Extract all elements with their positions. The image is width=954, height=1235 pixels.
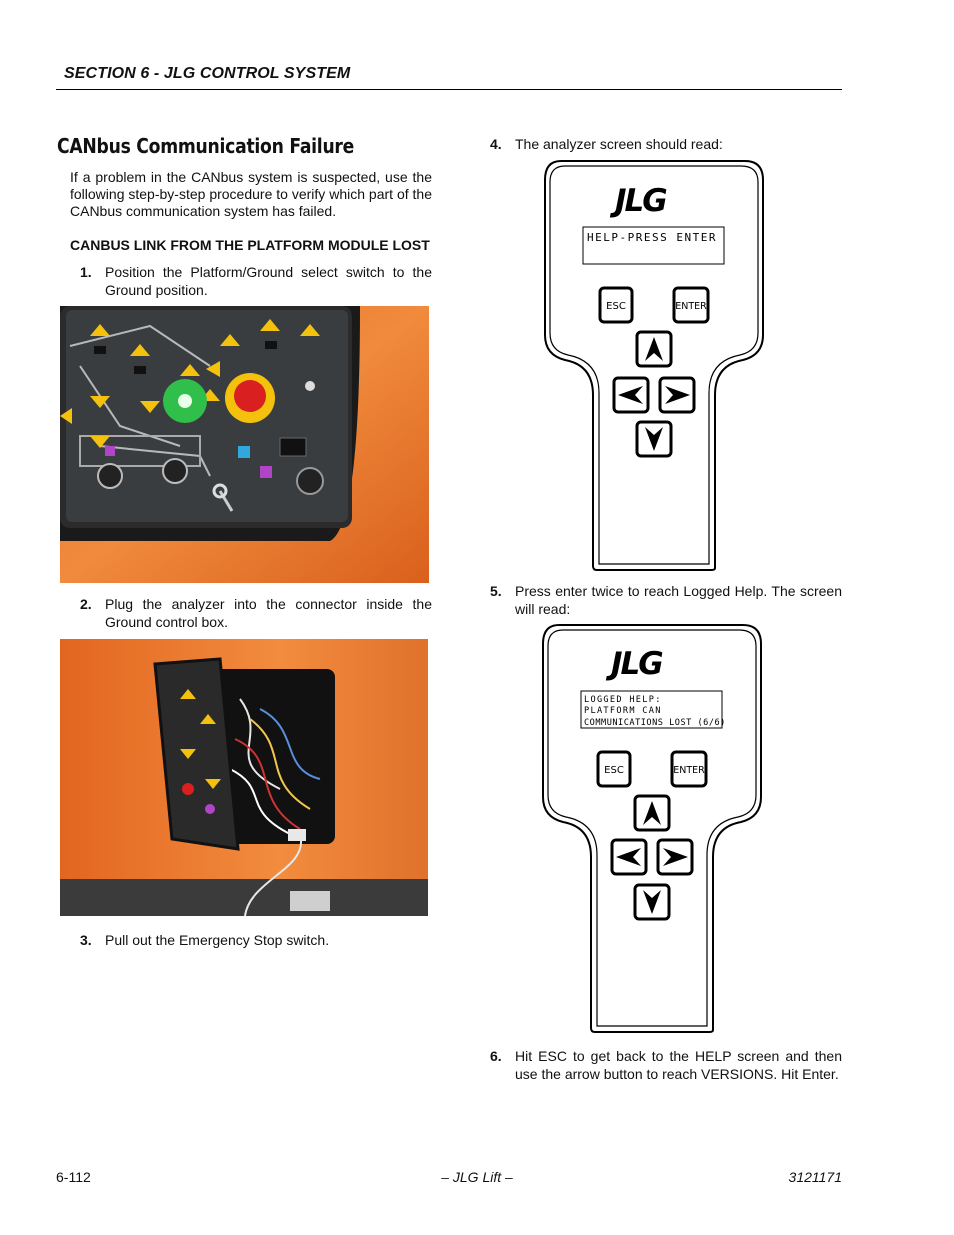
step-text: Position the Platform/Ground select swit… bbox=[105, 264, 432, 298]
step-text: Hit ESC to get back to the HELP screen a… bbox=[515, 1048, 842, 1082]
step-number: 6. bbox=[490, 1048, 502, 1064]
analyzer-help-screen: JLG HELP-PRESS ENTER ESC ENTER bbox=[543, 160, 765, 572]
step-text: Plug the analyzer into the connector ins… bbox=[105, 596, 432, 630]
down-arrow-button bbox=[633, 883, 671, 921]
right-arrow-button bbox=[658, 376, 696, 414]
step-text: Press enter twice to reach Logged Help. … bbox=[515, 583, 842, 617]
down-arrow-button bbox=[635, 420, 673, 458]
screen-line: COMMUNICATIONS LOST (6/6) bbox=[584, 718, 726, 728]
right-arrow-button bbox=[656, 838, 694, 876]
intro-paragraph: If a problem in the CANbus system is sus… bbox=[70, 169, 432, 219]
screen-line: HELP-PRESS ENTER bbox=[587, 231, 717, 244]
step-number: 4. bbox=[490, 136, 502, 152]
enter-button-label: ENTER bbox=[675, 301, 707, 312]
page-title: CANbus Communication Failure bbox=[57, 134, 355, 158]
open-control-box-photo bbox=[60, 639, 428, 916]
header-rule bbox=[56, 89, 842, 90]
jlg-logo: JLG bbox=[605, 646, 663, 682]
step-text: The analyzer screen should read: bbox=[515, 136, 723, 152]
screen-line: LOGGED HELP: bbox=[584, 695, 662, 705]
step-number: 2. bbox=[80, 596, 92, 612]
document-number: 3121171 bbox=[788, 1169, 842, 1185]
jlg-logo: JLG bbox=[609, 183, 667, 219]
left-arrow-button bbox=[612, 376, 650, 414]
up-arrow-button bbox=[635, 330, 673, 368]
step-number: 1. bbox=[80, 264, 92, 280]
enter-button-label: ENTER bbox=[673, 765, 705, 776]
step-number: 5. bbox=[490, 583, 502, 599]
step-number: 3. bbox=[80, 932, 92, 948]
up-arrow-button bbox=[633, 794, 671, 832]
left-arrow-button bbox=[610, 838, 648, 876]
analyzer-logged-help-screen: JLG LOGGED HELP: PLATFORM CAN COMMUNICAT… bbox=[541, 624, 763, 1034]
page-number: 6-112 bbox=[56, 1169, 91, 1185]
ground-control-panel-photo bbox=[60, 306, 429, 583]
esc-button-label: ESC bbox=[604, 765, 624, 776]
step-text: Pull out the Emergency Stop switch. bbox=[105, 932, 330, 948]
screen-line: PLATFORM CAN bbox=[584, 706, 662, 716]
subheading: CANBUS LINK FROM THE PLATFORM MODULE LOS… bbox=[70, 237, 430, 253]
footer-center-title: – JLG Lift – bbox=[441, 1169, 513, 1185]
esc-button-label: ESC bbox=[606, 301, 626, 312]
section-header: SECTION 6 - JLG CONTROL SYSTEM bbox=[64, 65, 351, 82]
